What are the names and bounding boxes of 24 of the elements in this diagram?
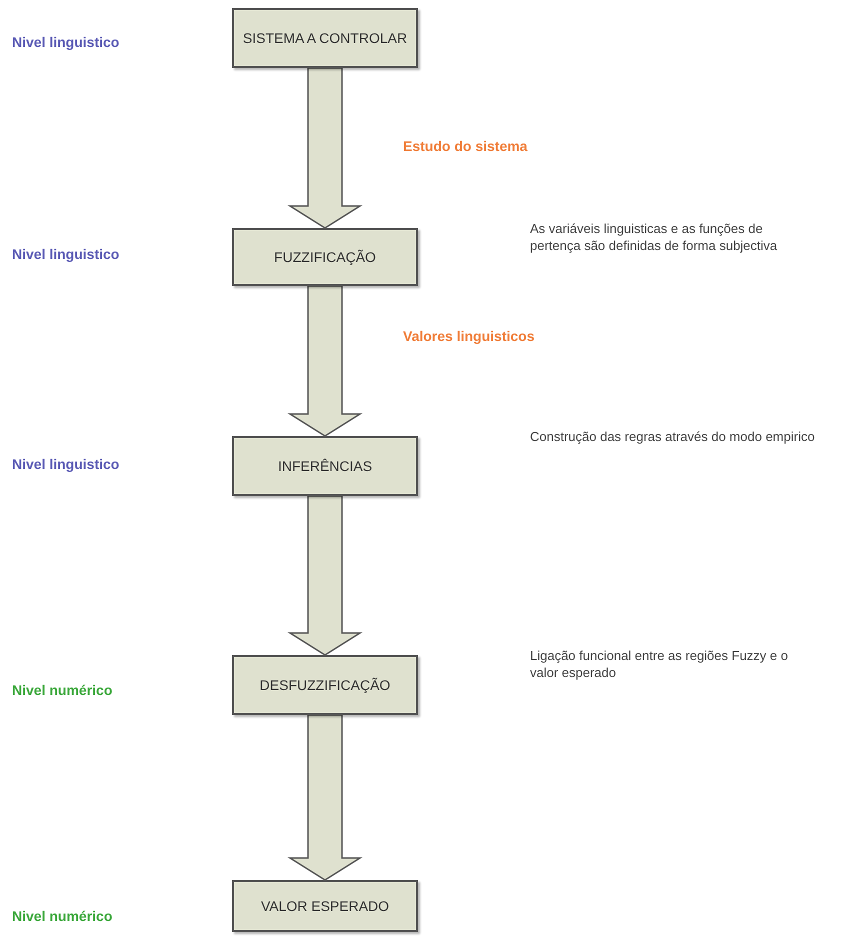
block-arrow (287, 285, 363, 437)
level-label: Nivel linguistico (12, 33, 120, 52)
box-label: SISTEMA A CONTROLAR (242, 28, 408, 48)
process-box (232, 8, 418, 68)
level-label: Nivel linguistico (12, 245, 120, 264)
process-box (232, 228, 418, 286)
box-label: VALOR ESPERADO (260, 896, 390, 916)
step-label: Valores linguisticos (403, 327, 534, 346)
level-label: Nivel numérico (12, 681, 112, 700)
process-box (232, 880, 418, 932)
level-label: Nivel numérico (12, 907, 112, 926)
block-arrow (287, 714, 363, 881)
block-arrow (287, 67, 363, 229)
box-label: INFERÊNCIAS (278, 456, 372, 476)
description-text: Ligação funcional entre as regiões Fuzzy e o valor esperado (530, 647, 789, 681)
process-box (232, 436, 418, 496)
process-box (232, 655, 418, 715)
step-label: Estudo do sistema (403, 137, 528, 156)
description-text: As variáveis linguisticas e as funções de pertença são definidas de forma subjectiva (530, 220, 778, 254)
block-arrow (287, 495, 363, 656)
box-label: FUZZIFICAÇÃO (274, 248, 376, 267)
level-label: Nivel linguistico (12, 455, 120, 474)
box-label: DESFUZZIFICAÇÃO (260, 676, 390, 695)
description-text: Construção das regras através do modo empirico (530, 428, 815, 445)
